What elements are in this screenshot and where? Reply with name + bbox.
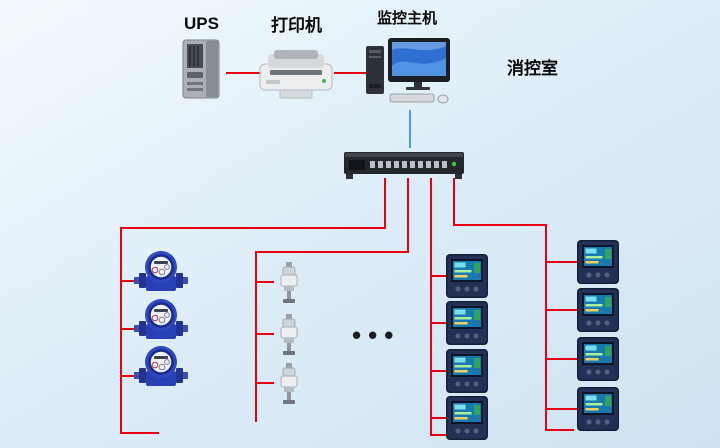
panel-meter-inner-2 (446, 301, 488, 350)
switch-icon (344, 148, 464, 180)
branch4-stub-4 (546, 408, 577, 410)
host-label: 监控主机 (377, 10, 438, 27)
panel-meter-inner-3 (446, 349, 488, 398)
panel-meter-outer-2 (577, 288, 619, 337)
branch4-vertical (545, 224, 547, 431)
panel-meter-inner-4 (446, 396, 488, 445)
sensor-2 (274, 314, 304, 361)
branch3-stub-2 (431, 322, 446, 324)
panel-meter-outer-4 (577, 387, 619, 436)
branch2-stub-3 (256, 382, 274, 384)
panel-meter-icon (577, 240, 619, 284)
switch-drop-2 (407, 178, 409, 253)
panel-meter-icon (446, 301, 488, 345)
switch-drop-1 (384, 178, 386, 229)
branch3-stub-3 (431, 370, 446, 372)
branch2-vertical (255, 251, 257, 422)
ellipsis-dots: ••• (352, 320, 401, 350)
panel-meter-outer-3 (577, 337, 619, 386)
switch-drop-3 (430, 178, 432, 436)
branch3-stub-4 (431, 417, 446, 419)
branch1-bottom (121, 432, 159, 434)
water-meter-2 (134, 298, 188, 349)
branch1-horizontal (120, 227, 386, 229)
panel-meter-icon (446, 396, 488, 440)
panel-meter-outer-1 (577, 240, 619, 289)
branch3-stub-1 (431, 275, 446, 277)
panel-meter-icon (446, 349, 488, 393)
connector-ups-printer (226, 72, 260, 74)
host-device (364, 36, 454, 111)
sensor-3 (274, 363, 304, 410)
connector-printer-host (334, 72, 368, 74)
sensor-icon (274, 262, 304, 304)
branch4-stub-3 (546, 358, 577, 360)
panel-meter-icon (577, 288, 619, 332)
sensor-icon (274, 314, 304, 356)
ups-label: UPS (184, 14, 219, 33)
branch2-stub-1 (256, 281, 274, 283)
panel-meter-inner-1 (446, 254, 488, 303)
ups-device (178, 38, 224, 105)
branch4-stub-1 (546, 261, 577, 263)
connector-host-switch (409, 110, 411, 148)
switch-drop-4 (453, 178, 455, 226)
switch-device (344, 148, 464, 185)
water-meter-1 (134, 250, 188, 301)
branch2-horizontal (255, 251, 409, 253)
panel-meter-icon (446, 254, 488, 298)
sensor-icon (274, 363, 304, 405)
room-label: 消控室 (507, 59, 558, 78)
branch2-stub-2 (256, 333, 274, 335)
branch1-stub-2 (121, 328, 135, 330)
branch1-stub-1 (121, 280, 135, 282)
water-meter-3 (134, 345, 188, 396)
water-meter-icon (134, 298, 188, 344)
water-meter-icon (134, 250, 188, 296)
ups-icon (178, 38, 224, 100)
printer-label: 打印机 (271, 16, 322, 35)
water-meter-icon (134, 345, 188, 391)
branch4-bottom (546, 429, 574, 431)
branch1-vertical (120, 227, 122, 434)
monitor-icon (364, 36, 454, 106)
panel-meter-icon (577, 337, 619, 381)
branch4-stub-2 (546, 309, 577, 311)
branch1-stub-3 (121, 375, 135, 377)
panel-meter-icon (577, 387, 619, 431)
branch4-horizontal (453, 224, 547, 226)
sensor-1 (274, 262, 304, 309)
printer-device (258, 48, 334, 105)
printer-icon (258, 48, 334, 100)
